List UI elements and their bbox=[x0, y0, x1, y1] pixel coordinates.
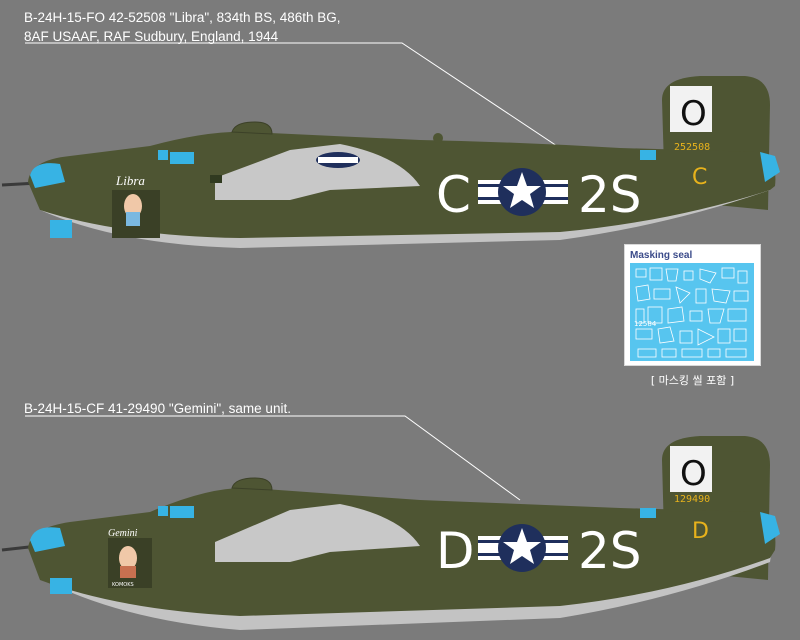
tail-letter: O bbox=[680, 94, 707, 134]
code-left: D bbox=[436, 522, 475, 580]
masking-seal-title: Masking seal bbox=[630, 250, 693, 261]
plane1-leader-line bbox=[25, 42, 561, 149]
plane2-caption: B-24H-15-CF 41-29490 "Gemini", same unit… bbox=[24, 399, 291, 418]
top-turret bbox=[231, 477, 273, 491]
tail-serial: 129490 bbox=[674, 494, 710, 505]
plane1-caption-line1: B-24H-15-FO 42-52508 "Libra", 834th BS, … bbox=[24, 10, 341, 25]
fuselage-insignia bbox=[478, 168, 568, 216]
tail-code: C bbox=[692, 165, 707, 190]
fuselage-insignia bbox=[478, 524, 568, 572]
code-right: 2S bbox=[578, 166, 642, 224]
masking-seal-number: 12584 bbox=[634, 320, 657, 328]
nose-art: Gemini KOMOKS bbox=[108, 528, 152, 588]
plane2-profile: Gemini KOMOKS D 2S O 129490 D bbox=[1, 436, 780, 630]
code-right: 2S bbox=[578, 522, 642, 580]
cockpit-window bbox=[170, 152, 194, 164]
dorsal-antenna bbox=[433, 133, 443, 143]
nose-art-name: Gemini bbox=[108, 528, 138, 539]
nose-glazing bbox=[50, 578, 72, 594]
tail-turret bbox=[760, 152, 780, 182]
plane1-caption: B-24H-15-FO 42-52508 "Libra", 834th BS, … bbox=[24, 8, 341, 46]
tail-id-block bbox=[670, 86, 712, 132]
tail-serial: 252508 bbox=[674, 142, 710, 153]
masking-seal-sheet: 12584 bbox=[630, 263, 754, 361]
tail-id-block bbox=[670, 446, 712, 492]
plane2-leader-line bbox=[25, 415, 521, 501]
cockpit-window bbox=[170, 506, 194, 518]
nose-glazing bbox=[50, 220, 72, 238]
masking-seal-box: Masking seal 12584 bbox=[624, 244, 761, 366]
nose-art-name: Libra bbox=[115, 173, 145, 188]
tail-letter: O bbox=[680, 454, 707, 494]
top-turret bbox=[231, 121, 273, 135]
tail-turret bbox=[760, 512, 780, 544]
nose-art-sub: KOMOKS bbox=[112, 582, 134, 588]
code-left: C bbox=[436, 166, 471, 224]
fuselage bbox=[28, 487, 776, 616]
wing-root-panel bbox=[215, 504, 420, 562]
plane2-caption-line1: B-24H-15-CF 41-29490 "Gemini", same unit… bbox=[24, 401, 291, 416]
plane1-caption-line2: 8AF USAAF, RAF Sudbury, England, 1944 bbox=[24, 29, 279, 44]
masking-seal-caption: [ 마스킹 씰 포함 ] bbox=[650, 374, 735, 387]
wing-root-panel bbox=[215, 144, 420, 200]
tail-code: D bbox=[692, 519, 709, 544]
waist-window bbox=[210, 175, 222, 183]
nose-turret bbox=[30, 527, 65, 552]
nose-turret bbox=[30, 163, 65, 188]
nose-art: Libra bbox=[112, 173, 160, 238]
plane1-profile: Libra C 2S O 252508 C bbox=[1, 76, 780, 248]
